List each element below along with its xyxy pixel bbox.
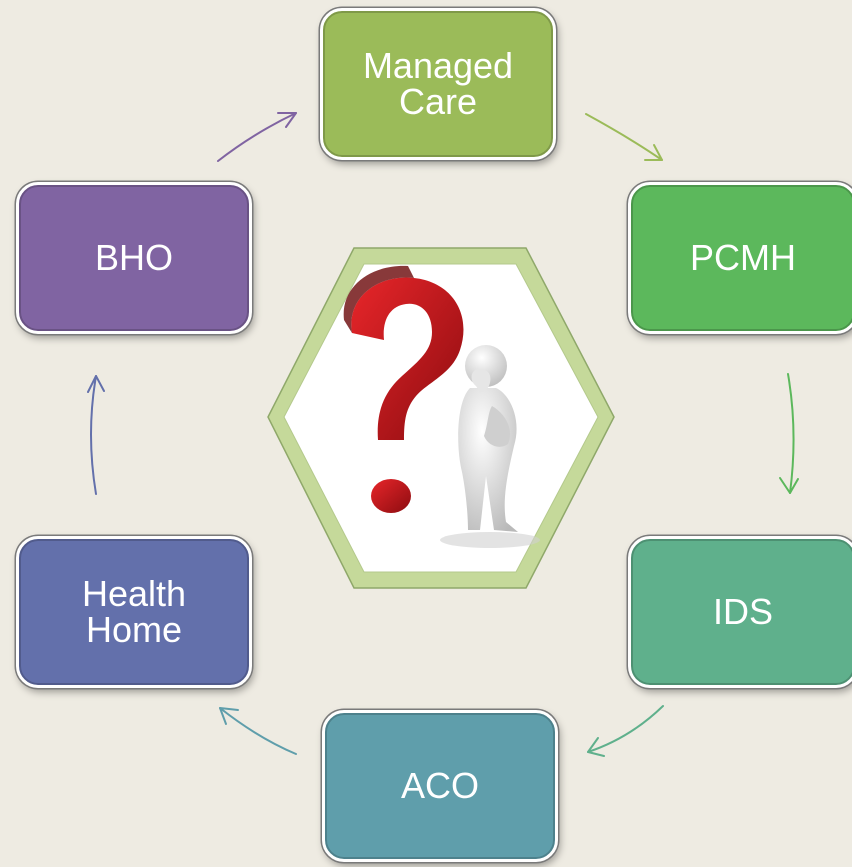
node-label-line: IDS — [712, 591, 773, 632]
node-pcmh[interactable]: PCMH — [628, 182, 852, 334]
arrow-health-to-bho — [87, 375, 105, 495]
node-managed-care[interactable]: Managed Care — [320, 8, 556, 160]
node-label: BHO — [95, 240, 173, 276]
node-label-line: BHO — [94, 237, 173, 278]
node-aco[interactable]: ACO — [322, 710, 558, 862]
hexagon-frame — [267, 247, 615, 589]
arrow-managed-to-pcmh — [585, 113, 663, 161]
node-label-line: Home — [85, 609, 183, 650]
arrow-bho-to-managed — [217, 112, 297, 162]
arrow-pcmh-to-ids — [779, 373, 799, 494]
node-label: PCMH — [690, 240, 796, 276]
node-bho[interactable]: BHO — [16, 182, 252, 334]
node-label-line: Health — [81, 573, 187, 614]
node-label-line: ACO — [400, 765, 479, 806]
node-health-home[interactable]: Health Home — [16, 536, 252, 688]
node-label-line: PCMH — [690, 237, 796, 278]
node-label: ACO — [401, 768, 479, 804]
node-label: Managed Care — [363, 48, 513, 120]
node-label: Health Home — [82, 576, 186, 648]
node-label-line: Managed — [362, 45, 514, 86]
node-label-line: Care — [398, 81, 478, 122]
arrow-ids-to-aco — [587, 705, 664, 757]
question-mark-thinking-person-icon — [343, 265, 540, 548]
node-ids[interactable]: IDS — [628, 536, 852, 688]
node-label: IDS — [713, 594, 773, 630]
arrow-aco-to-health — [219, 707, 297, 755]
